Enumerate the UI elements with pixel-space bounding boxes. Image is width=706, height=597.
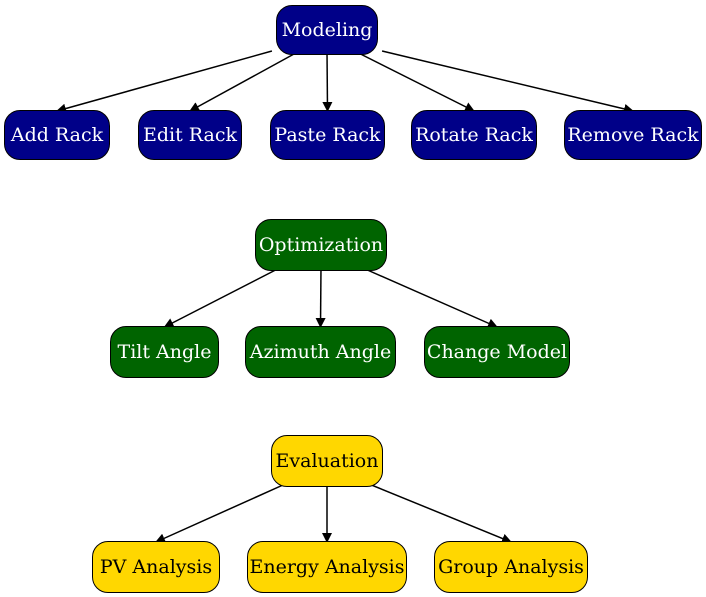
node-change-model[interactable]: Change Model [424,326,570,378]
edge-evaluation-0 [155,482,288,543]
edge-optimization-1 [315,266,326,328]
edge-modeling-2 [322,50,333,112]
edge-optimization-2 [360,266,498,328]
node-pv-analysis[interactable]: PV Analysis [92,541,220,593]
node-add-rack[interactable]: Add Rack [4,110,110,160]
edge-modeling-0 [56,50,273,114]
node-paste-rack[interactable]: Paste Rack [270,110,385,160]
node-edit-rack[interactable]: Edit Rack [138,110,242,160]
node-optimization[interactable]: Optimization [255,219,387,271]
edge-evaluation-2 [366,482,512,544]
edge-optimization-0 [163,266,282,328]
node-group-analysis[interactable]: Group Analysis [434,541,588,593]
node-modeling[interactable]: Modeling [276,5,378,55]
node-rotate-rack[interactable]: Rotate Rack [411,110,537,160]
edge-modeling-1 [189,50,300,112]
node-energy-analysis[interactable]: Energy Analysis [247,541,407,593]
node-tilt-angle[interactable]: Tilt Angle [110,326,219,378]
node-evaluation[interactable]: Evaluation [271,435,383,487]
node-remove-rack[interactable]: Remove Rack [564,110,702,160]
node-azimuth-angle[interactable]: Azimuth Angle [245,326,396,378]
edge-modeling-3 [354,50,475,112]
edge-modeling-4 [381,50,634,114]
